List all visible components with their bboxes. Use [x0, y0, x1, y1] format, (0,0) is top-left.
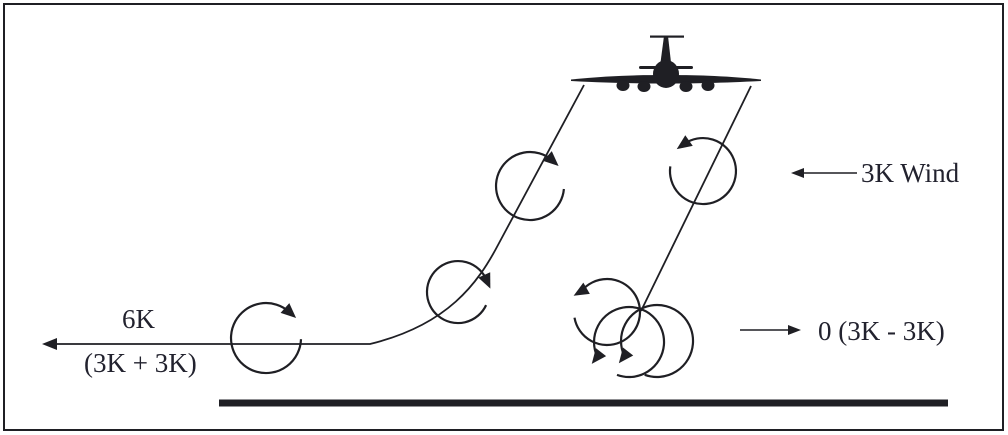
trail-left-arrowhead-icon — [42, 338, 57, 350]
right-arrow-icon — [788, 325, 801, 335]
counterclockwise-vortex-icon — [591, 305, 666, 379]
left-vortex-trail — [54, 84, 585, 345]
engine — [616, 80, 630, 91]
engine — [701, 80, 715, 91]
right-trail-vortices — [573, 135, 738, 379]
counterclockwise-vortex-icon — [668, 135, 738, 206]
upwind-vortex-speed-label: 6K — [122, 304, 155, 334]
engine — [679, 81, 693, 92]
wind-arrow — [791, 168, 857, 178]
counterclockwise-vortex-icon — [573, 277, 642, 347]
fuselage — [653, 60, 679, 88]
clockwise-vortex-icon — [425, 259, 491, 325]
left-trail-vortices — [229, 150, 565, 375]
left-arrow-icon — [791, 168, 804, 178]
zero-drift-arrow — [740, 325, 801, 335]
engine — [637, 81, 651, 92]
counterclockwise-vortex-icon — [618, 303, 695, 379]
tail-fin — [660, 36, 671, 63]
airplane-front-icon — [571, 35, 761, 92]
clockwise-vortex-icon — [494, 150, 565, 222]
wings — [571, 75, 761, 84]
clockwise-vortex-icon — [229, 301, 303, 375]
right-vortex-trail — [640, 85, 752, 312]
wind-label: 3K Wind — [861, 158, 960, 188]
downwind-vortex-label: 0 (3K - 3K) — [818, 316, 945, 346]
upwind-vortex-sum-label: (3K + 3K) — [84, 348, 197, 378]
